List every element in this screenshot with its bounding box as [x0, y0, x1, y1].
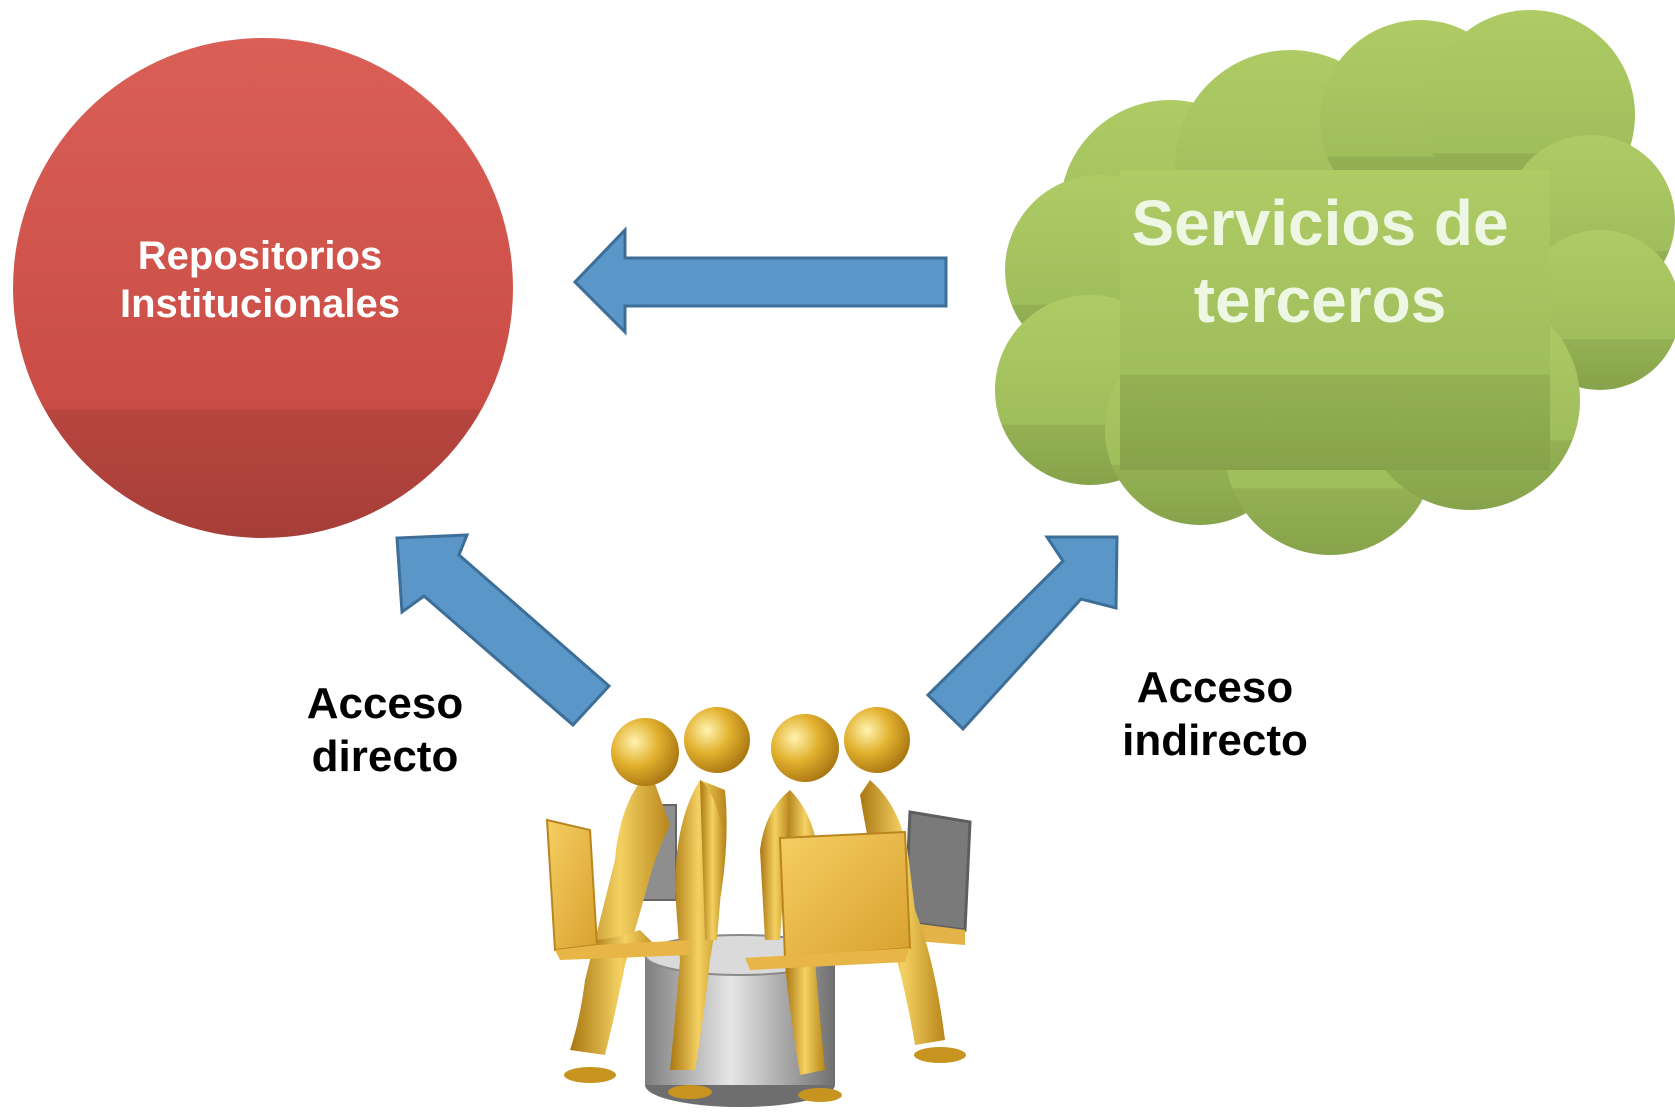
indirect-access-line1: Acceso: [1136, 663, 1294, 712]
group-of-users-with-laptops-icon: [545, 707, 972, 1107]
third-party-services-cloud: [995, 10, 1675, 555]
repositories-label: Repositorios Institucionales: [40, 232, 480, 328]
repositories-node: [13, 38, 513, 538]
third-party-services-label: Servicios de terceros: [1080, 185, 1560, 339]
direct-access-line2: directo: [311, 731, 459, 781]
direct-access-line1: Acceso: [306, 679, 464, 728]
arrow-indirect-access: [925, 535, 1119, 732]
indirect-access-label: Acceso indirecto: [1100, 662, 1330, 768]
repositories-label-line1: Repositorios: [137, 234, 383, 278]
third-party-label-line1: Servicios de: [1131, 187, 1509, 259]
repositories-label-line2: Institucionales: [119, 282, 401, 326]
arrow-direct-access: [395, 533, 612, 728]
indirect-access-line2: indirecto: [1122, 715, 1308, 765]
direct-access-label: Acceso directo: [270, 678, 500, 784]
arrow-cloud-to-repositories: [572, 226, 948, 336]
third-party-label-line2: terceros: [1193, 263, 1447, 336]
